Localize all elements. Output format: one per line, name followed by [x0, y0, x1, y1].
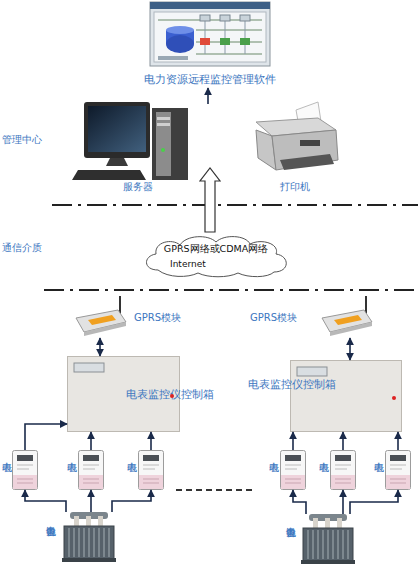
control-box-details-part: [170, 394, 174, 398]
software-screenshot-part: [166, 26, 194, 34]
server-computer-part: [84, 102, 150, 158]
electric-meter: 电表: [12, 450, 38, 490]
signal-arrow: [292, 432, 294, 450]
meter-symbol: [331, 451, 356, 490]
software-screenshot-part: [200, 15, 210, 21]
software-screenshot-part: [200, 38, 210, 45]
node-label: 电表监控仪控制箱: [248, 378, 336, 391]
printer-picture-part: [256, 130, 276, 170]
node-label: 管理中心: [2, 134, 42, 146]
software-screenshot-part: [166, 35, 194, 53]
signal-arrow: [25, 490, 66, 512]
node-label: 电表监控仪控制箱: [126, 388, 214, 401]
hollow-arrow: [200, 168, 220, 232]
dash-dot-divider: [52, 204, 418, 206]
software-screenshot-part: [150, 2, 270, 9]
printer: 打印机: [245, 98, 345, 194]
signal-arrow: [397, 432, 399, 450]
dash-dot-divider: [44, 289, 414, 291]
management-band: 管理中心服务器打印机: [0, 104, 420, 168]
printer-picture-part: [296, 102, 322, 132]
printer-picture-part: [256, 118, 336, 136]
server: 服务器: [82, 98, 194, 194]
server-computer-part: [88, 106, 146, 152]
software-screenshot-part: [158, 20, 262, 54]
software-screenshot-part: [166, 30, 194, 44]
electric-meter: 电表: [138, 450, 164, 490]
transformer-symbol: [62, 512, 116, 562]
cloud-shape: [146, 237, 286, 277]
control-box-details-part: [74, 363, 104, 372]
node-label: Internet: [170, 259, 206, 270]
node-label: 电力资源远程监控管理软件: [140, 73, 280, 86]
software-screenshot-part: [240, 38, 250, 45]
control-box-details-part: [392, 396, 396, 400]
power-transformer: 电力设备: [300, 514, 356, 562]
node-label: GPRS模块: [250, 312, 297, 324]
electric-meter: 电表: [78, 450, 104, 490]
meter-symbol: [139, 451, 164, 490]
signal-arrow: [99, 338, 101, 356]
server-computer-part: [106, 158, 128, 166]
electric-meter: 电表: [330, 450, 356, 490]
server-computer-part: [161, 148, 165, 152]
signal-arrow: [350, 490, 398, 514]
signal-arrow: [90, 432, 92, 450]
server-computer-part: [156, 112, 171, 176]
signal-arrow: [349, 338, 351, 360]
meter-control-box: 电表监控仪控制箱: [290, 360, 402, 432]
meter-symbol: [79, 451, 104, 490]
ellipsis-dashes: [176, 489, 252, 491]
printer-picture-part: [272, 130, 338, 170]
node-label: GPRS模块: [134, 312, 181, 324]
printer-picture-part: [280, 154, 334, 170]
software-screenshot-part: [158, 56, 188, 60]
node-label: GPRS网络或CDMA网络: [138, 243, 294, 254]
signal-arrow: [342, 432, 344, 450]
signal-arrow: [25, 424, 67, 450]
signal-arrow: [90, 490, 92, 512]
software-screenshot-part: [220, 38, 230, 45]
network-cloud: GPRS网络或CDMA网络 Internet: [138, 232, 294, 278]
gprs-module-symbol: [76, 296, 126, 336]
control-box-details: [74, 363, 396, 400]
software-screenshot: [150, 2, 270, 66]
node-label: 服务器: [82, 181, 194, 193]
meter-control-box: 电表监控仪控制箱: [67, 356, 180, 432]
signal-arrow: [112, 490, 151, 512]
software-screenshot-part: [205, 20, 245, 54]
electric-meter: 电表: [385, 450, 411, 490]
signal-arrow: [342, 490, 344, 514]
electric-meter: 电表: [280, 450, 306, 490]
server-computer-part: [152, 108, 188, 180]
printer-picture: [256, 102, 338, 170]
gprs-module-symbol: [322, 296, 372, 336]
server-computer: [72, 102, 188, 180]
control-box-details-part: [297, 367, 327, 376]
meter-symbol: [13, 451, 38, 490]
gprs-module: GPRS模块: [72, 302, 182, 338]
software-screenshot-part: [240, 15, 250, 21]
section-label: 通信介质: [2, 242, 42, 254]
transformer-symbol: [301, 514, 355, 564]
meter-symbol: [281, 451, 306, 490]
meter-symbol: [386, 451, 411, 490]
cloud-outline: [138, 232, 294, 278]
node-label: 打印机: [245, 181, 345, 193]
signal-arrow: [150, 432, 152, 450]
software-screen: 电力资源远程监控管理软件: [140, 0, 280, 88]
signal-arrow: [293, 490, 306, 514]
signal-arrow: [207, 88, 209, 104]
gprs-module: GPRS模块: [248, 302, 374, 338]
printer-picture-part: [300, 140, 320, 146]
server-computer-part: [72, 170, 146, 180]
power-transformer: 电力设备: [60, 512, 118, 562]
software-screenshot-part: [154, 12, 266, 62]
software-screenshot-part: [150, 2, 270, 66]
server-computer-part: [157, 123, 170, 126]
software-screenshot-part: [220, 15, 230, 21]
server-computer-part: [157, 117, 170, 120]
